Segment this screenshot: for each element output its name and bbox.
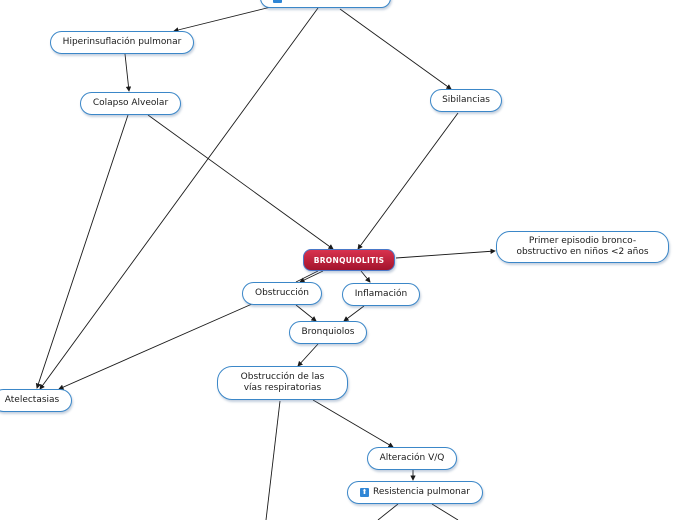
edge-obstruccion-atelectasias: [58, 303, 253, 390]
node-colapso-label: Colapso Alveolar: [92, 98, 169, 108]
edge-inflamacion-bronquiolos: [343, 305, 365, 322]
edge-sibilancias-bronquiolitis: [357, 112, 459, 250]
edge-vias-offscreen: [265, 400, 281, 520]
edge-bronquiolitis-obstruccion-2: [295, 270, 319, 283]
node-primer-episodio-label: Primer episodio bronco- obstructivo en n…: [516, 236, 649, 257]
node-alteracion-label: Alteración V/Q: [379, 453, 445, 463]
node-obstruccion-label: Obstrucción: [254, 288, 310, 298]
node-bronquiolos-label: Bronquiolos: [301, 327, 355, 337]
edge-resistencia-offscreen-left: [377, 503, 399, 520]
edge-obstruccion-bronquiolos: [295, 304, 317, 322]
node-obstruccion[interactable]: Obstrucción: [242, 282, 322, 305]
edge-bronquiolitis-inflamacion: [360, 270, 371, 283]
node-inflamacion-label: Inflamación: [354, 289, 408, 299]
node-colapso-alveolar[interactable]: Colapso Alveolar: [80, 92, 181, 115]
node-sibilancias[interactable]: Sibilancias: [430, 89, 502, 112]
edge-bronquiolos-obstruccion-vias: [297, 343, 319, 367]
node-primer-episodio[interactable]: Primer episodio bronco- obstructivo en n…: [496, 231, 669, 263]
node-sibilancias-label: Sibilancias: [442, 95, 490, 105]
node-obstruccion-vias-label: Obstrucción de las vías respiratorias: [240, 372, 325, 393]
edge-top-sibilancias: [339, 8, 452, 90]
edge-hiperinsuflacion-colapso: [124, 53, 132, 92]
edge-top-hiperinsuflacion: [173, 5, 276, 33]
node-hiperinsuflacion[interactable]: Hiperinsuflación pulmonar: [50, 31, 194, 54]
edge-vias-alteracion: [312, 399, 394, 448]
node-top-partial[interactable]: ⬆: [260, 0, 391, 8]
node-bronquiolos[interactable]: Bronquiolos: [289, 321, 367, 344]
node-resistencia-pulmonar[interactable]: ⬆ Resistencia pulmonar: [347, 481, 483, 504]
edge-colapso-bronquiolitis: [147, 114, 334, 250]
node-atelectasias[interactable]: Atelectasias: [0, 389, 72, 412]
node-obstruccion-vias[interactable]: Obstrucción de las vías respiratorias: [217, 366, 348, 400]
arrow-up-icon: ⬆: [360, 488, 369, 497]
node-hiperinsuflacion-label: Hiperinsuflación pulmonar: [62, 37, 182, 47]
edge-top-atelectasias: [39, 7, 319, 390]
node-resistencia-label: Resistencia pulmonar: [373, 487, 470, 497]
edge-bronquiolitis-obstruccion: [299, 270, 324, 283]
edge-colapso-atelectasias: [35, 114, 129, 389]
node-bronquiolitis-label: BRONQUIOLITIS: [313, 255, 385, 265]
node-atelectasias-label: Atelectasias: [4, 395, 60, 405]
node-inflamacion[interactable]: Inflamación: [342, 283, 420, 306]
edge-bronquiolitis-primer-episodio: [395, 248, 496, 259]
node-bronquiolitis[interactable]: BRONQUIOLITIS: [303, 249, 395, 271]
node-alteracion-vq[interactable]: Alteración V/Q: [367, 447, 457, 470]
edge-resistencia-offscreen-right: [431, 503, 459, 520]
arrow-up-icon: ⬆: [273, 0, 282, 3]
